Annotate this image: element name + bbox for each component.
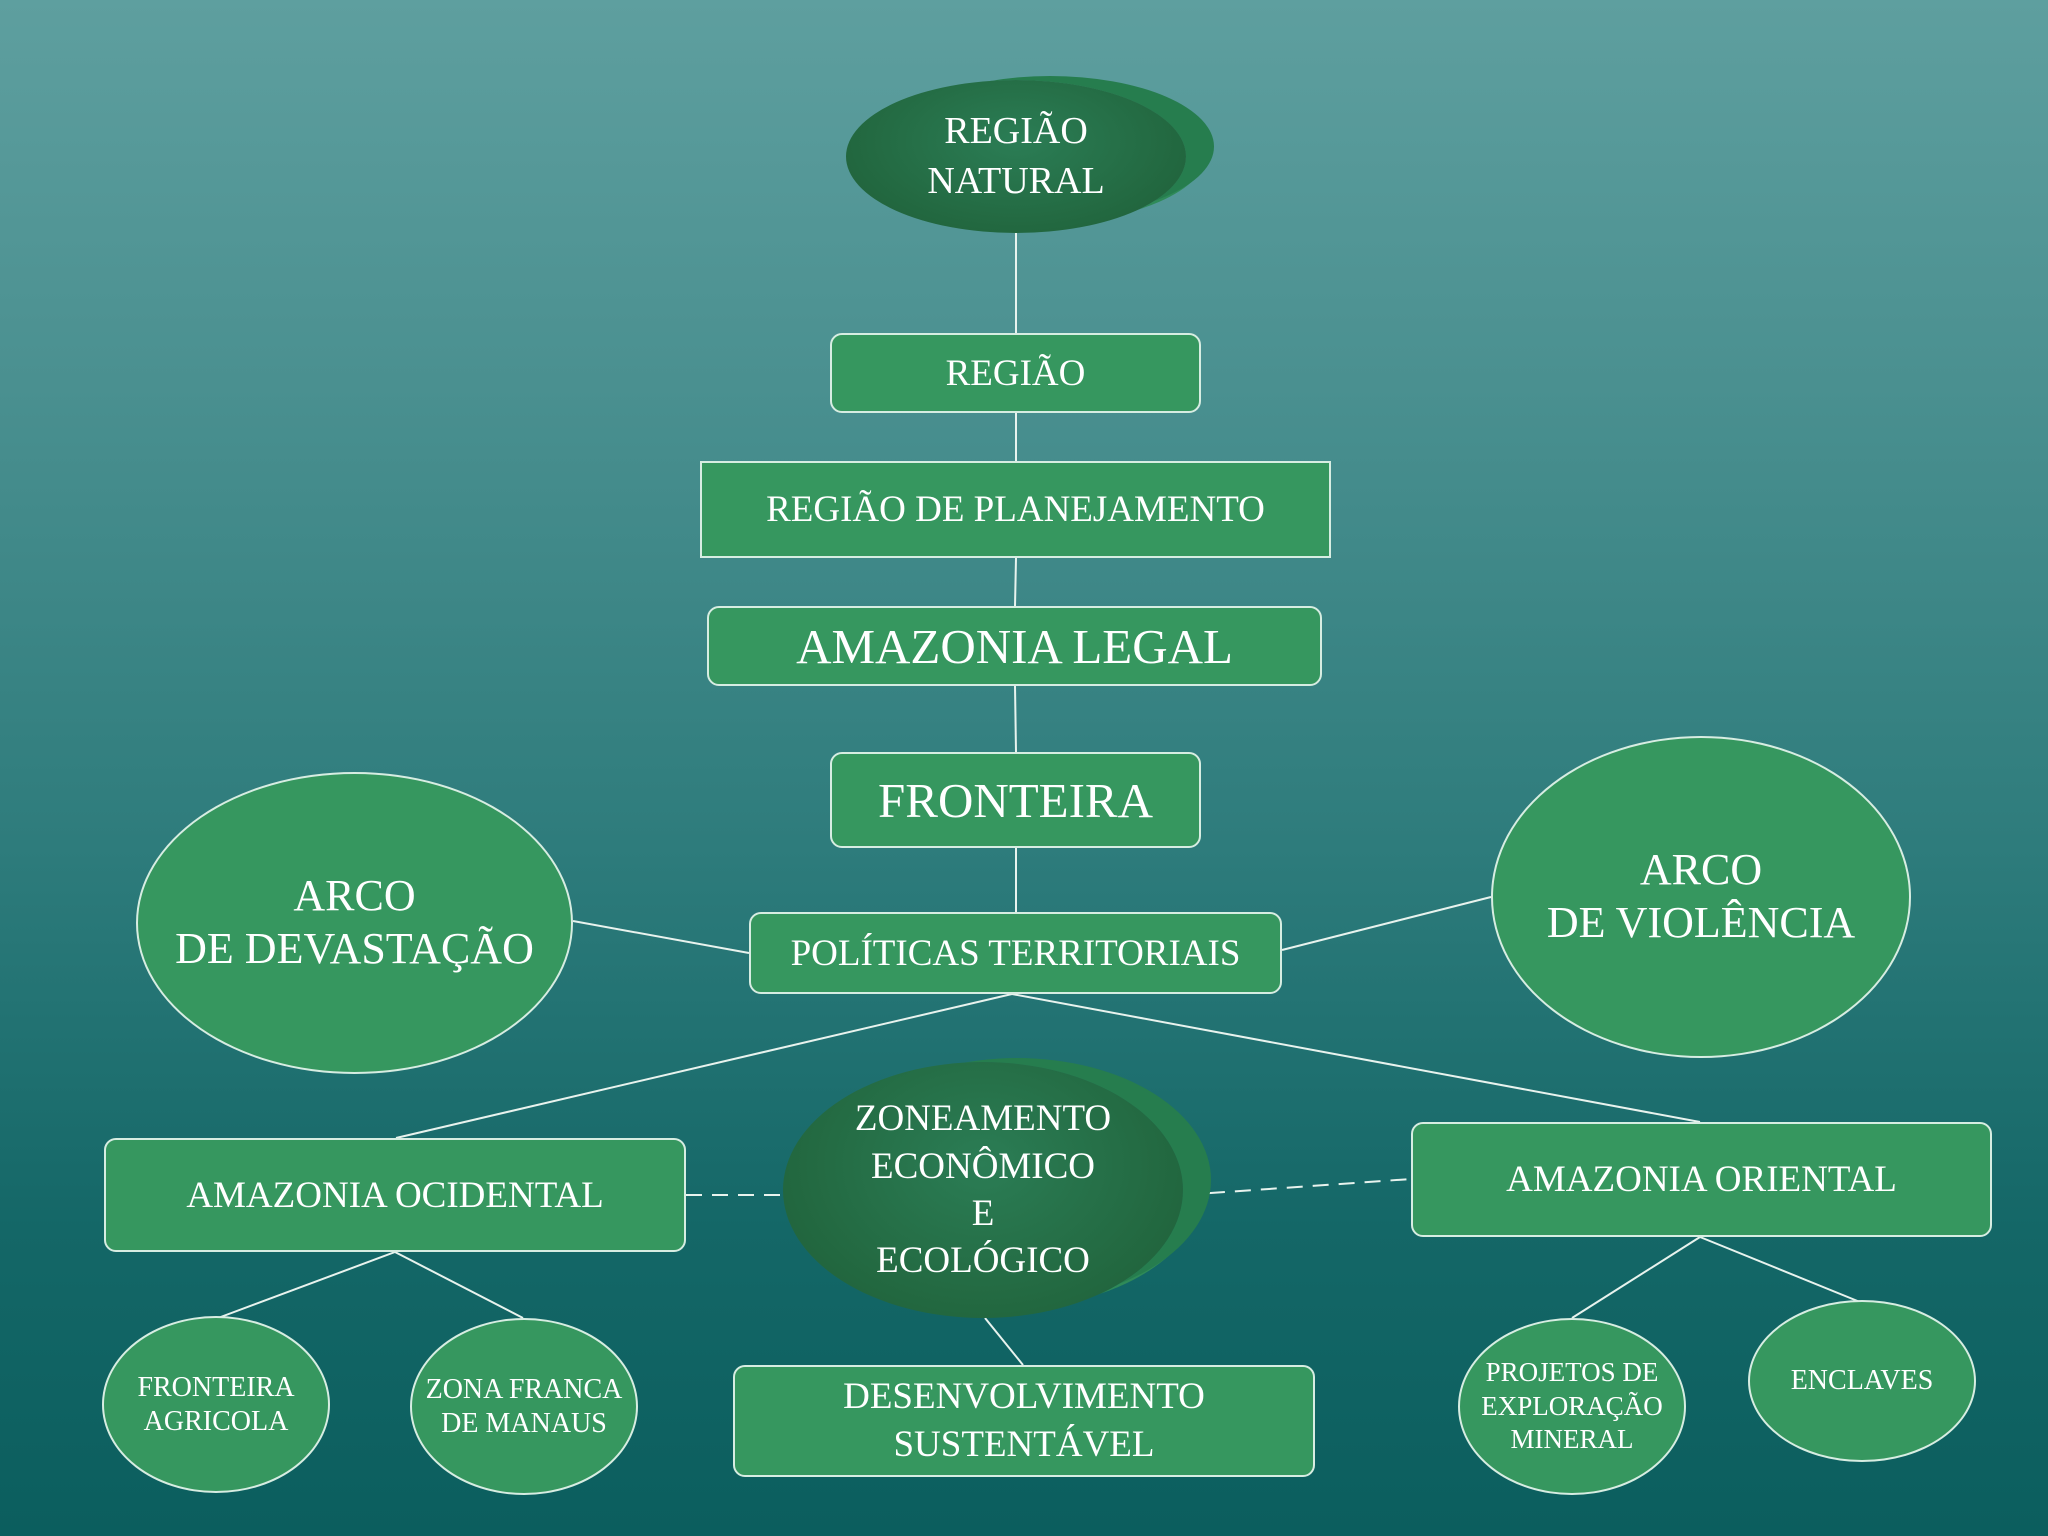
node-amazonia-ocidental: AMAZONIA OCIDENTAL — [104, 1138, 686, 1252]
node-enclaves: ENCLAVES — [1748, 1300, 1976, 1462]
node-projetos-de-exploracao-mineral: PROJETOS DE EXPLORAÇÃO MINERAL — [1458, 1318, 1686, 1495]
node-fronteira: FRONTEIRA — [830, 752, 1201, 848]
node-regiao-de-planejamento: REGIÃO DE PLANEJAMENTO — [700, 461, 1331, 558]
node-amazonia-legal: AMAZONIA LEGAL — [707, 606, 1322, 686]
node-zoneamento-economico-ecologico: ZONEAMENTO ECONÔMICO E ECOLÓGICO — [783, 1062, 1183, 1318]
node-desenvolvimento-sustentavel: DESENVOLVIMENTO SUSTENTÁVEL — [733, 1365, 1315, 1477]
node-arco-de-violencia: ARCO DE VIOLÊNCIA — [1491, 736, 1911, 1058]
node-regiao: REGIÃO — [830, 333, 1201, 413]
node-politicas-territoriais: POLÍTICAS TERRITORIAIS — [749, 912, 1282, 994]
node-arco-de-devastacao: ARCO DE DEVASTAÇÃO — [136, 772, 573, 1074]
node-amazonia-oriental: AMAZONIA ORIENTAL — [1411, 1122, 1992, 1237]
node-regiao-natural: REGIÃO NATURAL — [846, 80, 1186, 233]
node-fronteira-agricola: FRONTEIRA AGRICOLA — [102, 1316, 330, 1493]
node-zona-franca-de-manaus: ZONA FRANCA DE MANAUS — [410, 1318, 638, 1495]
